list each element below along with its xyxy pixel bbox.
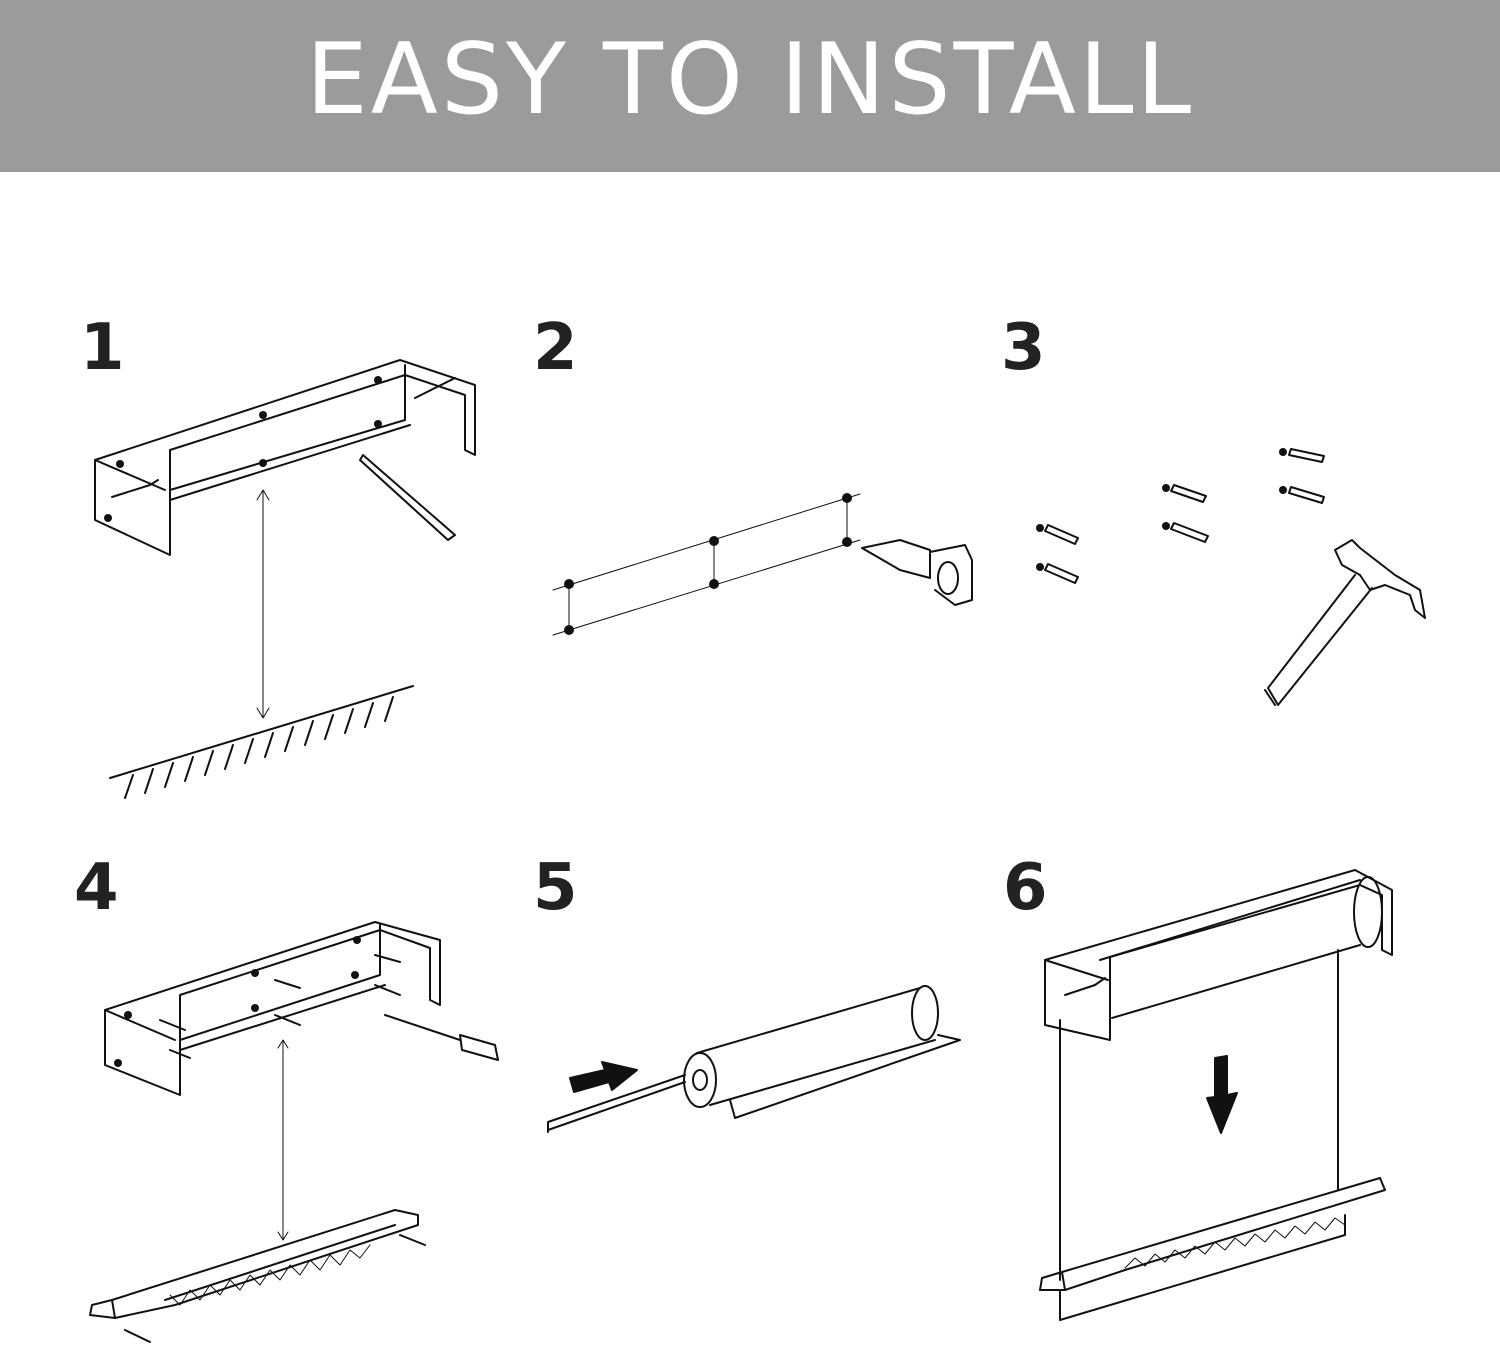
step-number-5: 5 <box>533 851 578 925</box>
step-number-1: 1 <box>80 311 125 385</box>
screw-brackets-icon <box>89 921 499 1343</box>
step-number-4: 4 <box>74 851 119 925</box>
hammer-anchors-icon <box>1036 448 1426 706</box>
bracket-measure-mark-icon <box>94 359 476 799</box>
header-banner: EASY TO INSTALL <box>0 0 1500 172</box>
step-number-2: 2 <box>533 311 578 385</box>
step-number-3: 3 <box>1001 311 1046 385</box>
page-title: EASY TO INSTALL <box>305 23 1195 137</box>
hang-shade-icon <box>1039 869 1393 1321</box>
drill-holes-icon <box>552 493 973 636</box>
step-number-6: 6 <box>1003 851 1048 925</box>
insert-rod-icon <box>547 985 961 1133</box>
